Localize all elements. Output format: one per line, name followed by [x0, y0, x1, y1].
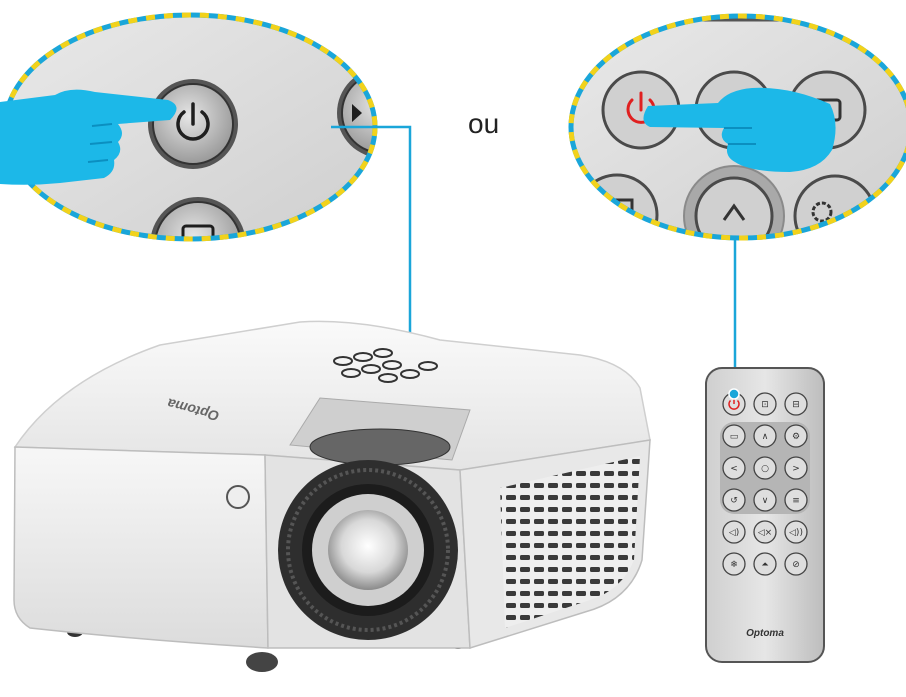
- back-icon: ↺: [730, 496, 738, 506]
- remote-button-input[interactable]: ⊟: [784, 392, 808, 416]
- keypad-leader-line: [331, 125, 412, 355]
- remote-button-right[interactable]: >: [784, 456, 808, 480]
- keystone-icon: ⏶: [761, 560, 769, 570]
- ok-icon: ○: [761, 464, 769, 474]
- remote-button-ok[interactable]: ○: [753, 456, 777, 480]
- remote-button-left[interactable]: <: [722, 456, 746, 480]
- remote-button-display[interactable]: ▭: [722, 424, 746, 448]
- volume-down-icon: ◁): [729, 528, 739, 538]
- remote-button-up[interactable]: ∧: [753, 424, 777, 448]
- remote-button-back[interactable]: ↺: [722, 488, 746, 512]
- remote-button-volume-down[interactable]: ◁): [722, 520, 746, 544]
- remote-zoom-settings-button[interactable]: [793, 174, 877, 256]
- settings-icon: ⚙: [792, 432, 800, 442]
- keypad-power-button[interactable]: [148, 79, 238, 169]
- up-icon: ∧: [762, 432, 769, 442]
- pointing-hand-icon: [0, 89, 177, 185]
- power-icon: [176, 102, 210, 141]
- vent-grill: [500, 456, 640, 628]
- play-icon: [352, 104, 362, 122]
- right-icon: >: [792, 464, 800, 474]
- remote-button-menu[interactable]: ≡: [784, 488, 808, 512]
- remote-zoom-display-button[interactable]: [575, 173, 659, 255]
- down-icon: ∨: [762, 496, 769, 506]
- remote-button-volume-up[interactable]: ◁)): [784, 520, 808, 544]
- freeze-icon: ❄: [730, 560, 738, 570]
- pointing-hand-icon: [643, 87, 836, 172]
- projector: Optoma: [13, 320, 651, 672]
- projector-lens: [278, 460, 458, 640]
- remote-brand-logo: Optoma: [746, 628, 784, 639]
- remote-button-mute[interactable]: ◁×: [753, 520, 777, 544]
- remote-button-settings[interactable]: ⚙: [784, 424, 808, 448]
- remote-control: ⊡ ⊟ ▭ ∧ ⚙ < ○ > ↺ ∨ ≡ ◁) ◁× ◁)) ❄ ⏶ ⊘ Optoma: [705, 367, 825, 663]
- up-icon: [722, 203, 746, 221]
- remote-leader-dot: [728, 388, 740, 400]
- volume-up-icon: ◁)): [789, 528, 803, 538]
- keypad-play-button[interactable]: [337, 68, 427, 158]
- left-icon: <: [730, 464, 738, 474]
- remote-button-power[interactable]: [722, 392, 746, 416]
- remote-button-keystone[interactable]: ⏶: [753, 552, 777, 576]
- blank-icon: ⊘: [792, 560, 800, 570]
- or-separator: ou: [468, 108, 500, 139]
- remote-button-source[interactable]: ⊡: [753, 392, 777, 416]
- menu-icon: ≡: [792, 496, 800, 506]
- remote-button-down[interactable]: ∨: [753, 488, 777, 512]
- display-icon: ▭: [730, 432, 739, 442]
- ir-sensor: [226, 485, 250, 509]
- settings-icon: [811, 201, 833, 223]
- mute-icon: ◁×: [758, 528, 772, 538]
- keypad-menu-button[interactable]: [150, 197, 246, 293]
- remote-button-blank[interactable]: ⊘: [784, 552, 808, 576]
- zoom-ring[interactable]: [309, 428, 451, 466]
- menu-icon: [181, 224, 215, 239]
- remote-button-freeze[interactable]: ❄: [722, 552, 746, 576]
- projector-keypad: [333, 348, 438, 383]
- source-icon: ⊡: [761, 400, 769, 410]
- remote-buttons: ⊡ ⊟ ▭ ∧ ⚙ < ○ > ↺ ∨ ≡ ◁) ◁× ◁)) ❄ ⏶ ⊘: [720, 388, 810, 576]
- input-icon: ⊟: [792, 400, 800, 410]
